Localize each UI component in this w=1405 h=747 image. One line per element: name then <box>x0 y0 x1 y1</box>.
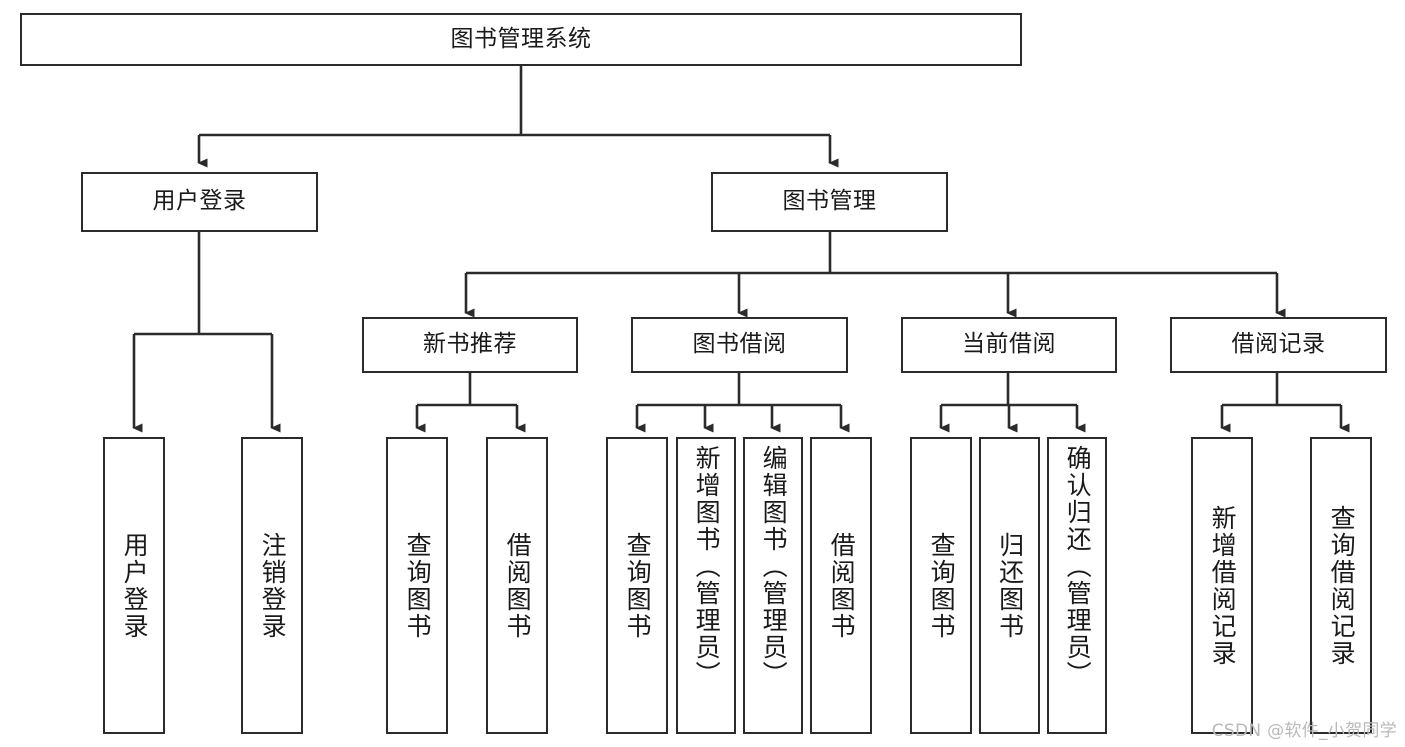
node-leaf-add-book[interactable]: 新增图书（管理员） <box>676 437 736 734</box>
node-user-login[interactable]: 用户登录 <box>81 172 318 232</box>
node-user-login-label: 用户登录 <box>152 188 247 215</box>
node-leaf-logout-label: 注销登录 <box>258 531 288 640</box>
node-leaf-query-book-2-label: 查询图书 <box>623 531 653 640</box>
node-leaf-confirm-return-label: 确认归还（管理员） <box>1063 445 1093 688</box>
node-leaf-confirm-return[interactable]: 确认归还（管理员） <box>1047 437 1107 734</box>
node-leaf-query-book-1[interactable]: 查询图书 <box>386 437 448 734</box>
node-borrow-record-label: 借阅记录 <box>1231 331 1326 358</box>
node-book-manage[interactable]: 图书管理 <box>711 172 948 232</box>
node-book-manage-label: 图书管理 <box>782 188 877 215</box>
node-leaf-borrow-book-2-label: 借阅图书 <box>827 531 857 640</box>
node-leaf-borrow-book-1[interactable]: 借阅图书 <box>486 437 548 734</box>
node-leaf-add-record-label: 新增借阅记录 <box>1208 504 1238 667</box>
node-leaf-add-record[interactable]: 新增借阅记录 <box>1191 437 1253 734</box>
node-root-label: 图书管理系统 <box>450 25 592 52</box>
node-leaf-query-book-1-label: 查询图书 <box>403 531 433 640</box>
node-root[interactable]: 图书管理系统 <box>20 13 1022 66</box>
node-new-book-recommend-label: 新书推荐 <box>423 331 517 358</box>
node-leaf-query-book-3-label: 查询图书 <box>927 531 957 640</box>
node-leaf-return-book[interactable]: 归还图书 <box>979 437 1040 734</box>
node-leaf-query-book-2[interactable]: 查询图书 <box>606 437 668 734</box>
node-current-borrow[interactable]: 当前借阅 <box>901 317 1117 373</box>
node-leaf-borrow-book-2[interactable]: 借阅图书 <box>810 437 872 734</box>
node-leaf-edit-book[interactable]: 编辑图书（管理员） <box>743 437 803 734</box>
node-leaf-logout[interactable]: 注销登录 <box>241 437 303 734</box>
node-new-book-recommend[interactable]: 新书推荐 <box>362 317 578 373</box>
node-leaf-query-record-label: 查询借阅记录 <box>1327 504 1357 667</box>
node-leaf-edit-book-label: 编辑图书（管理员） <box>759 445 789 688</box>
node-leaf-add-book-label: 新增图书（管理员） <box>692 445 722 688</box>
node-leaf-user-login-label: 用户登录 <box>120 531 150 640</box>
node-leaf-query-book-3[interactable]: 查询图书 <box>910 437 972 734</box>
node-leaf-query-record[interactable]: 查询借阅记录 <box>1310 437 1372 734</box>
node-leaf-user-login[interactable]: 用户登录 <box>103 437 165 734</box>
node-book-borrow[interactable]: 图书借阅 <box>631 317 848 373</box>
node-leaf-borrow-book-1-label: 借阅图书 <box>503 531 533 640</box>
node-current-borrow-label: 当前借阅 <box>962 331 1056 358</box>
node-leaf-return-book-label: 归还图书 <box>995 531 1025 640</box>
node-borrow-record[interactable]: 借阅记录 <box>1170 317 1387 373</box>
node-book-borrow-label: 图书借阅 <box>692 331 787 358</box>
